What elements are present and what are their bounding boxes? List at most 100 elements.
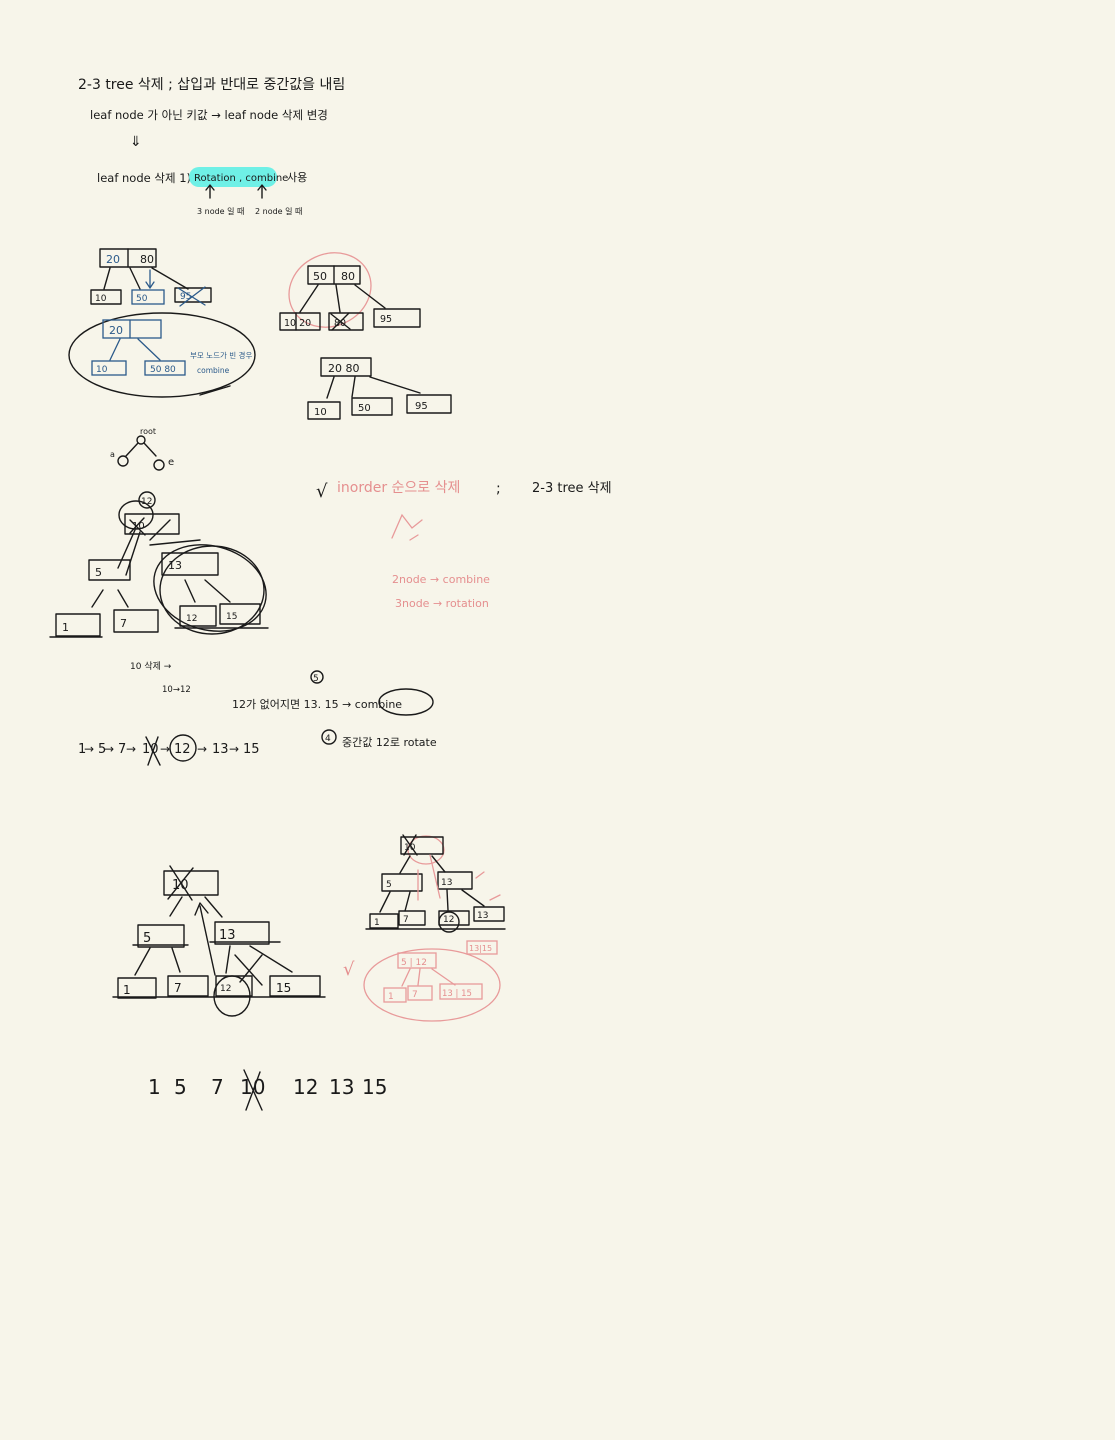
deletion-note-3: 12가 없어지면 13. 15 → combine (232, 698, 402, 711)
small-tree: root a e (110, 427, 174, 471)
tree-e-pink-leaf: 7 (412, 990, 418, 1000)
note-line-3-highlight: Rotation , combine (194, 173, 288, 184)
sequence-item: 15 (243, 742, 260, 757)
note-sub-right: 2 node 일 때 (255, 206, 302, 216)
tree-b: 50 80 10 20 80 95 20 80 10 50 95 (279, 252, 452, 420)
tree-e-leaf: 12 (443, 915, 454, 925)
tree-e: 10 5 13 1 7 12 13 √ 5 | 12 1 7 13 | (343, 834, 506, 1022)
tree-e-leaf: 7 (403, 915, 409, 925)
svg-text:;: ; (496, 481, 501, 497)
note-line-1: 2-3 tree 삭제 ; 삽입과 반대로 중간값을 내림 (78, 77, 345, 93)
up-arrow-icon (205, 184, 215, 199)
note-line-3-suffix: 사용 (287, 171, 307, 184)
tree-e-pink-aside: 13|15 (469, 944, 492, 953)
tree-a-result-root: 20 (109, 324, 123, 337)
tree-a-note: 부모 노드가 빈 경우 (190, 350, 252, 360)
tree-b-result-leaf: 50 (358, 403, 371, 414)
tree-b-leaf: 95 (380, 314, 392, 325)
tree-c-root: 10 (132, 521, 145, 532)
tree-e-pink-leaf: 13 | 15 (442, 989, 472, 999)
small-tree-left: a (110, 450, 115, 459)
inorder-pink-text: inorder 순으로 삭제 (337, 480, 460, 496)
tree-d-leaf: 1 (123, 983, 131, 997)
zigzag-mark (391, 513, 423, 541)
tree-c-leaf: 1 (62, 621, 69, 634)
deletion-note-4: 중간값 12로 rotate (342, 736, 437, 749)
deletion-note-2: 10→12 (162, 685, 191, 695)
strike-mark (177, 286, 206, 307)
tree-b-root-key: 80 (341, 270, 355, 283)
tree-c-right: 13 (168, 559, 182, 572)
check-mark: √ (316, 481, 328, 502)
tree-e-right: 13 (441, 878, 452, 888)
tree-b-leaf: 10 20 (284, 318, 311, 329)
small-tree-right: e (168, 457, 174, 468)
inorder-note: √ inorder 순으로 삭제 ; 2-3 tree 삭제 2node → c… (316, 480, 612, 610)
strike-mark (234, 954, 263, 986)
strike-mark (243, 1069, 263, 1111)
tree-b-result-leaf: 95 (415, 401, 428, 412)
tree-c-circle-label: 12 (141, 497, 152, 507)
strike-mark (402, 834, 418, 856)
bottom-sequence: 1 5 7 10 12 13 15 (148, 1069, 387, 1111)
tree-a: 20 80 10 50 95 20 10 50 80 부모 노드가 빈 경우 c… (68, 248, 256, 398)
small-tree-root-label: root (140, 427, 156, 436)
tree-a-leaf: 50 (136, 294, 148, 304)
tree-a-result-leaf: 10 (96, 365, 108, 375)
svg-text:→: → (197, 742, 207, 756)
tree-d-left: 5 (143, 931, 151, 946)
strike-mark (330, 312, 351, 331)
up-arrow-icon (194, 902, 216, 976)
tree-e-leaf: 1 (374, 918, 380, 928)
svg-text:→: → (160, 742, 170, 756)
strike-mark (167, 865, 194, 901)
bottom-sequence-item: 5 (174, 1075, 187, 1099)
note-sub-left: 3 node 일 때 (197, 206, 244, 216)
tree-e-leaf: 13 (477, 911, 488, 921)
strike-mark (145, 736, 161, 766)
tree-e-root: 10 (404, 843, 416, 853)
svg-text:→: → (84, 742, 94, 756)
down-arrow-icon (145, 269, 155, 290)
svg-text:→: → (229, 742, 239, 756)
sequence-item: 1 (78, 742, 86, 757)
tree-c: 12 10 5 13 1 7 12 15 (49, 491, 269, 638)
bottom-sequence-item: 13 (329, 1075, 354, 1099)
inorder-black-text: 2-3 tree 삭제 (532, 481, 612, 496)
bottom-sequence-item: 12 (293, 1075, 318, 1099)
sequence-item: 13 (212, 742, 229, 757)
tree-a-leaf: 10 (95, 294, 107, 304)
tree-e-pink-leaf: 1 (388, 992, 394, 1002)
note-arrow: ⇓ (130, 134, 142, 150)
tree-d-right: 13 (219, 928, 236, 943)
tree-b-result-root: 20 80 (328, 362, 360, 375)
strike-mark (129, 517, 146, 536)
tree-d: 10 5 13 1 7 12 15 (112, 865, 326, 1017)
tree-a-root-key: 20 (106, 253, 120, 266)
tree-a-root-key: 80 (140, 253, 154, 266)
tree-a-result-leaf: 50 80 (150, 365, 176, 375)
deletion-circle-num-2: 4 (325, 734, 331, 744)
tree-a-note: combine (197, 366, 230, 375)
svg-text:→: → (104, 742, 114, 756)
tree-e-left: 5 (386, 880, 392, 890)
sequence-item: 5 (98, 742, 106, 757)
deletion-sequence: 1 → 5 → 7 → 10 → 12 → 13 → 15 (78, 734, 260, 766)
deletion-circle-num: 5 (313, 674, 319, 684)
tree-b-leaf: 80 (334, 318, 346, 329)
note-line-2: leaf node 가 아닌 키값 → leaf node 삭제 변경 (90, 108, 328, 122)
tree-a-result-circle (68, 312, 256, 398)
bottom-sequence-item: 7 (211, 1075, 224, 1099)
sequence-item: 7 (118, 742, 126, 757)
highlight-marker (189, 167, 277, 187)
sequence-item: 12 (174, 742, 191, 757)
tree-c-left: 5 (95, 566, 102, 579)
tree-c-leaf: 7 (120, 617, 127, 630)
up-arrow-icon (257, 184, 267, 199)
deletion-note-1: 10 삭제 → (130, 661, 172, 672)
tree-a-leaf: 95 (180, 292, 191, 302)
bottom-sequence-item: 10 (240, 1075, 265, 1099)
svg-text:→: → (126, 742, 136, 756)
